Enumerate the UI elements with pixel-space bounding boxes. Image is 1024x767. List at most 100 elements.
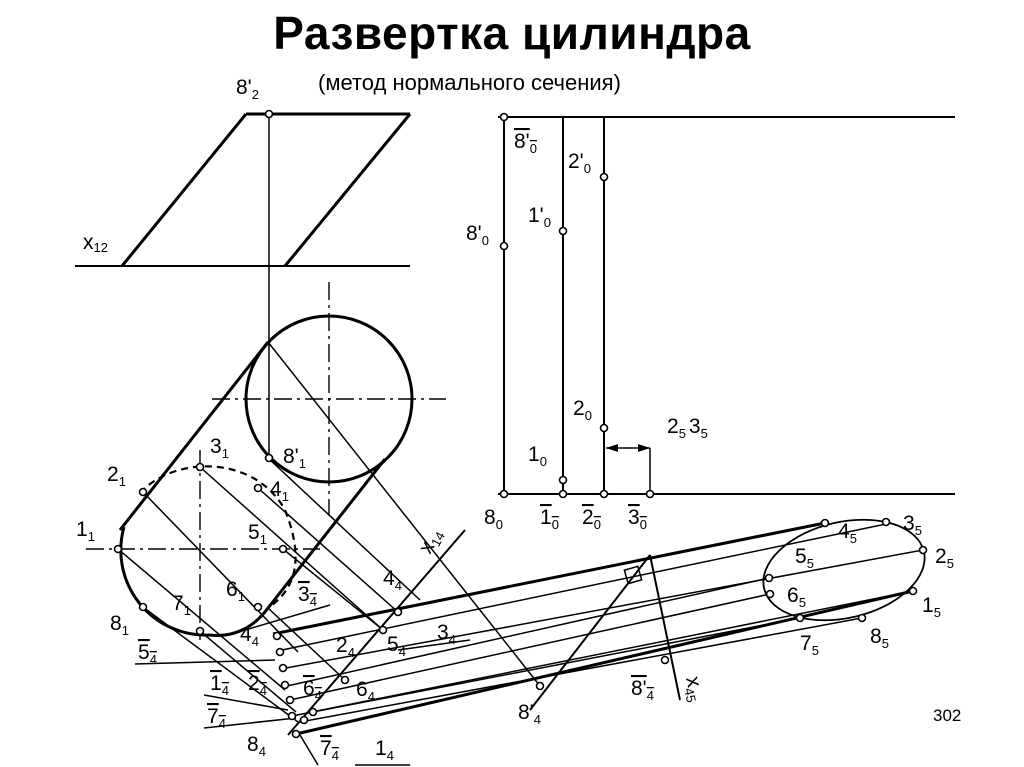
gen-to-8-4 [267,341,541,687]
point-2-0 [599,423,609,433]
auxiliary-cylinder [272,518,926,736]
cylinder-outline-upper [118,341,270,531]
label-2-4-bar: 24 [248,672,267,698]
label-6-1: 61 [226,578,245,604]
point-7-4 [299,715,309,725]
point-2-1 [138,487,148,497]
horizontal-projection [86,282,446,640]
labels: 8'2 x12 31 8'1 21 41 11 51 61 71 81 54 3… [76,76,954,763]
label-1p-0: 1'0 [528,204,551,230]
label-4-1: 41 [270,478,289,504]
aux-outline-bottom [295,589,914,736]
point-2-4b [278,663,288,673]
label-2-0-bar: 20 [582,506,601,532]
point-4-4b [272,631,282,641]
gen-4 [257,487,399,613]
label-1-4: 14 [375,737,394,763]
point-3-4b [275,647,285,657]
label-8p-2: 8'2 [236,76,259,102]
label-5-4: 54 [387,633,406,659]
leader-3-4 [227,604,331,636]
point-1-0b [558,489,568,499]
label-8p-0-bar: 8'0 [514,130,537,156]
point-8p2 [264,109,274,119]
point-6-4 [340,675,350,685]
label-1-1: 11 [76,518,95,544]
point-8p0 [499,241,509,251]
point-1-5 [908,586,918,596]
cylinder-generatrix-right [283,113,412,267]
label-6-4: 64 [356,678,375,704]
page-title: Развертка цилиндра [273,7,751,59]
point-1-4 [308,707,318,717]
gen-3 [199,466,384,631]
point-8-1 [138,602,148,612]
aux-gen-5 [286,577,770,687]
label-5-4-bar: 54 [138,641,157,667]
label-5-1: 51 [248,521,267,547]
label-6-5: 65 [787,584,806,610]
cylinder-generatrix-left [120,113,248,267]
label-8-1: 81 [110,612,129,638]
label-7-4: 74 [320,737,339,763]
label-1-0-bar: 10 [540,506,559,532]
label-x14: x14 [414,525,448,559]
cylinder-outline-lower [266,458,387,609]
point-3-5 [881,517,891,527]
point-8p0-top [499,112,509,122]
point-8p-4 [535,681,545,691]
point-8p1 [264,453,274,463]
label-8p-1: 8'1 [283,445,306,471]
label-3-1: 31 [210,435,229,461]
label-7-4-bar: 74 [207,705,226,731]
label-4-4-bar: 44 [240,623,259,649]
right-angle-mark [623,565,643,585]
point-5-4 [378,625,388,635]
label-2-0: 20 [573,397,592,423]
label-4-5: 45 [838,520,857,546]
aux-gen-1 [311,590,914,713]
point-1-1 [113,544,123,554]
point-3-0b [645,489,655,499]
point-5-1 [278,544,288,554]
label-8p-4: 8'4 [518,701,541,727]
point-2-0b [599,489,609,499]
point-1-0 [558,475,568,485]
label-7-1: 71 [172,592,191,618]
point-7-1 [195,626,205,636]
axis-x14-line [287,529,466,736]
aux-gen-8 [299,617,863,723]
label-3-4-bar: 34 [298,583,317,609]
label-x45: x45 [679,674,709,704]
leader-5-4 [134,659,276,665]
label-8-0: 80 [484,506,503,532]
label-x12: x12 [83,231,108,255]
point-1p0 [558,226,568,236]
gen-2 [142,491,299,653]
point-5-5 [764,573,774,583]
point-8-5 [857,613,867,623]
leader-1-4 [203,694,289,711]
axis-x45-line [649,554,681,701]
point-8-0 [499,489,509,499]
page-number: 302 [933,706,962,725]
point-6-4b [285,695,295,705]
point-8-4 [291,729,301,739]
label-1-0: 10 [528,443,547,469]
development [498,116,955,495]
dimension-arrow-left [606,444,618,452]
label-8-5: 85 [870,625,889,651]
point-2p0 [599,172,609,182]
leader-7-4b [299,734,319,766]
label-4-4: 44 [383,567,402,593]
label-3-0-bar: 30 [628,506,647,532]
label-1-4-bar: 14 [210,672,229,698]
label-7-5: 75 [800,632,819,658]
point-7-5 [795,613,805,623]
label-8p-4-bar: 8'4 [631,677,654,703]
gen-7 [199,630,297,713]
label-2-4: 24 [336,634,355,660]
label-2p-0: 2'0 [568,150,591,176]
label-3-5: 35 [903,512,922,538]
